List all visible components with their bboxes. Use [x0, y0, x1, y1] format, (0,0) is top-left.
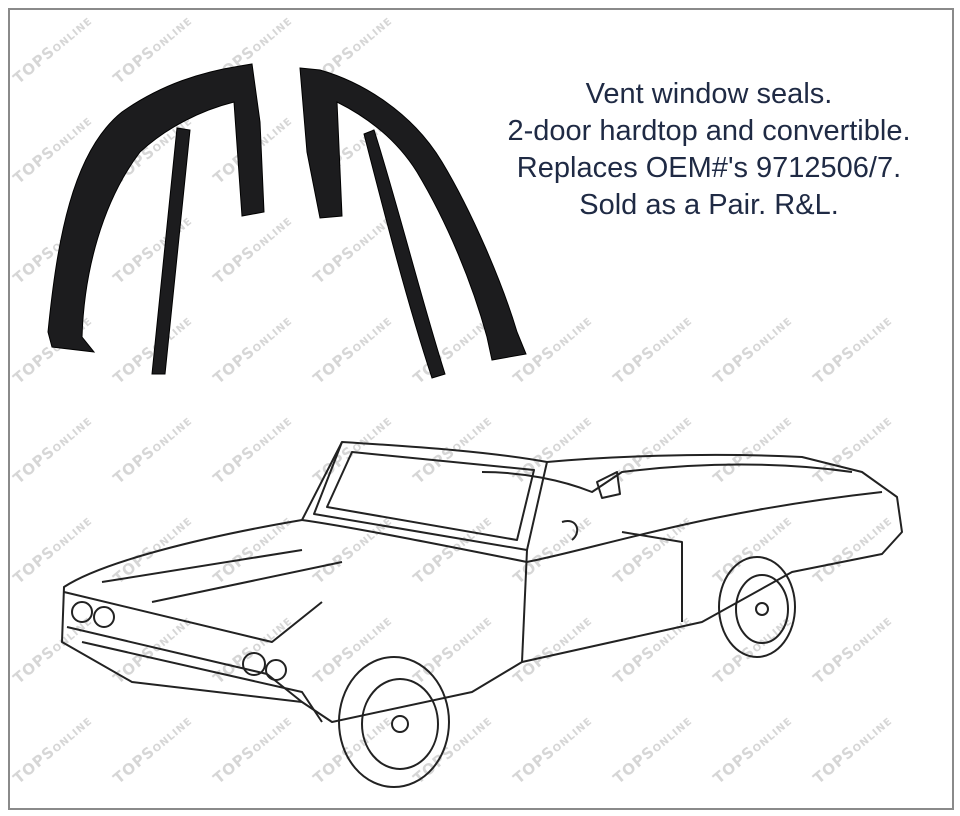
convertible-car-drawing: [61, 441, 903, 788]
description-line: Vent window seals.: [585, 78, 833, 110]
right-outer-seal: [299, 67, 527, 361]
description-line: 2-door hardtop and convertible.: [507, 115, 911, 147]
right-inner-strip: [363, 129, 446, 379]
product-illustration: [47, 63, 903, 788]
left-inner-strip: [151, 127, 191, 375]
product-description: Vent window seals. 2-door hardtop and co…: [464, 76, 952, 224]
left-outer-seal: [47, 63, 265, 353]
description-line: Replaces OEM#'s 9712506/7.: [516, 152, 902, 184]
description-line: Sold as a Pair. R&L.: [579, 189, 839, 221]
vent-window-seals-photo: [47, 63, 527, 379]
